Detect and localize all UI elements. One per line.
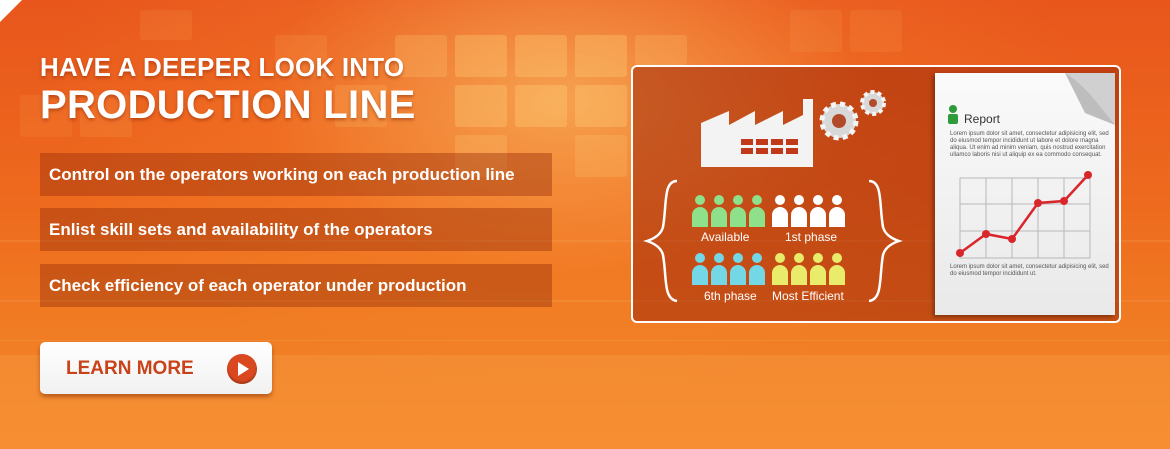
play-icon <box>227 354 257 384</box>
learn-more-label: LEARN MORE <box>66 358 194 379</box>
heading-line-1: HAVE A DEEPER LOOK INTO <box>40 52 405 82</box>
label-first-phase: 1st phase <box>785 230 838 244</box>
gear-icon <box>819 90 886 141</box>
hero-heading: HAVE A DEEPER LOOK INTO PRODUCTION LINE <box>40 52 416 128</box>
corner-fold <box>0 0 22 22</box>
report-trend-points <box>956 171 1092 257</box>
feature-item-1: Control on the operators working on each… <box>40 153 552 196</box>
brace-right <box>868 179 903 303</box>
report-chart-grid <box>959 177 1091 259</box>
heading-line-2: PRODUCTION LINE <box>40 83 416 127</box>
illustration-graphic <box>643 90 903 303</box>
people-icon <box>692 195 845 285</box>
report-text-top: Lorem ipsum dolor sit amet, consectetur … <box>950 131 1109 158</box>
feature-item-2: Enlist skill sets and availability of th… <box>40 208 552 251</box>
label-available: Available <box>701 230 750 244</box>
brace-left <box>643 179 678 303</box>
report-text-bottom: Lorem ipsum dolor sit amet, consectetur … <box>950 264 1109 277</box>
learn-more-button[interactable]: LEARN MORE <box>40 342 272 394</box>
factory-icon <box>701 99 813 167</box>
report-graphic <box>948 73 1115 259</box>
label-sixth-phase: 6th phase <box>704 289 757 303</box>
feature-item-3: Check efficiency of each operator under … <box>40 264 552 307</box>
report-icon <box>948 105 958 124</box>
label-most-efficient: Most Efficient <box>772 289 844 303</box>
report-trend-line <box>959 174 1089 255</box>
report-document <box>935 73 1115 315</box>
report-title: Report <box>964 112 1001 126</box>
